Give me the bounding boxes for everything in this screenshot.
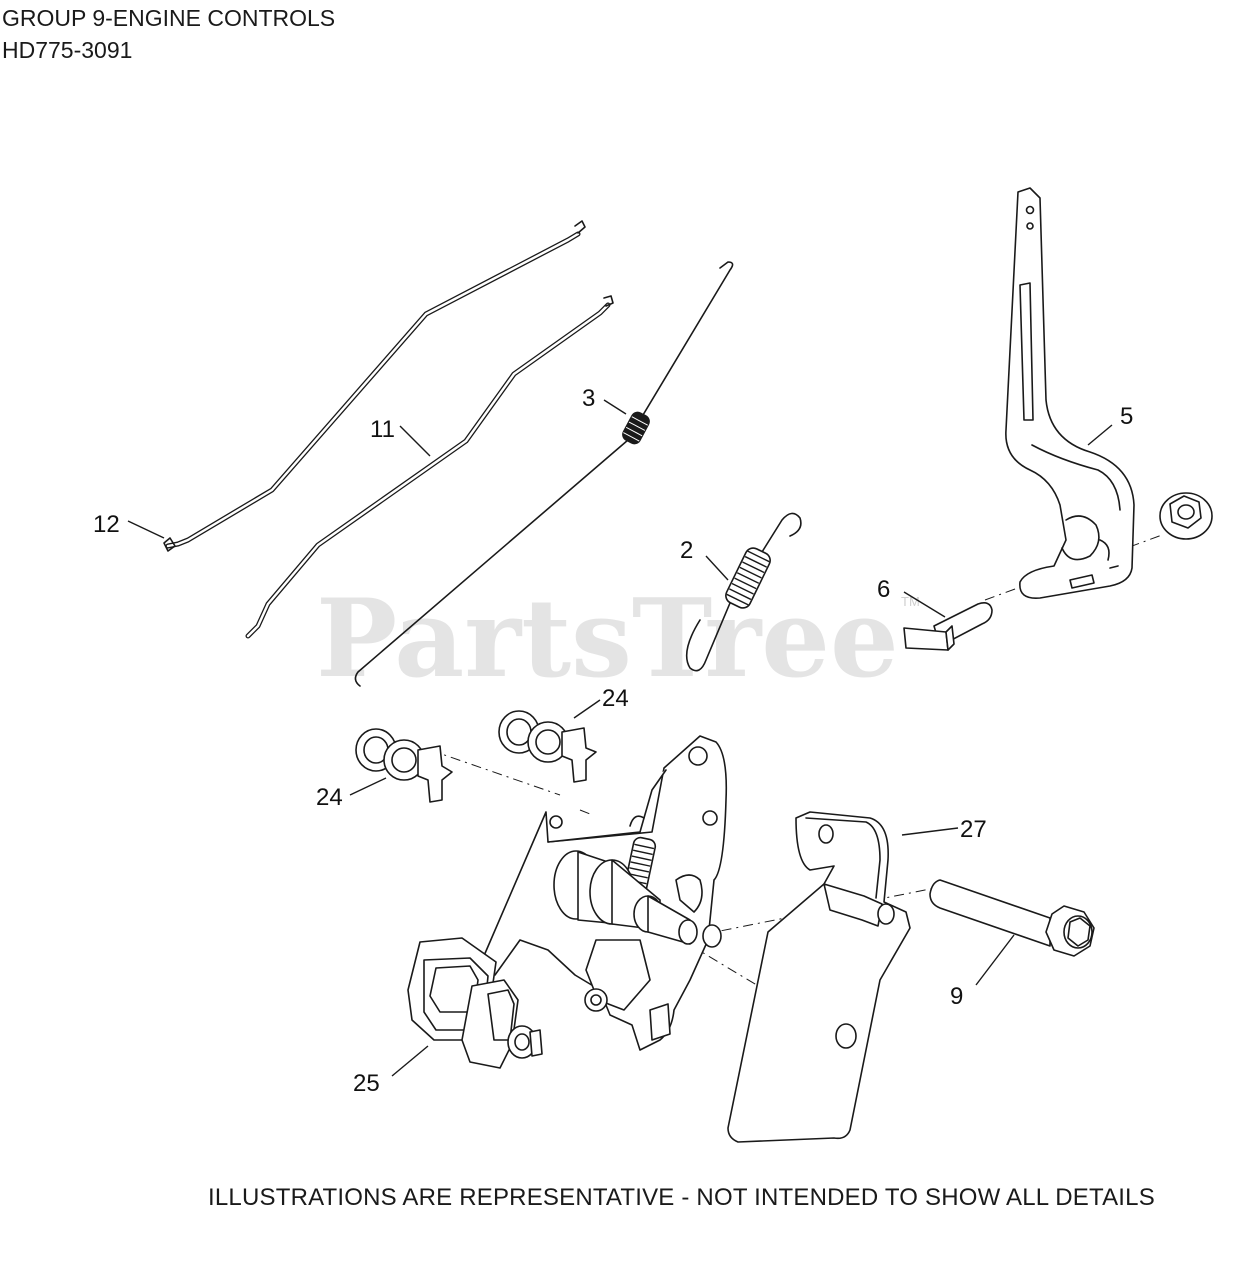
part-24-clip-upper[interactable] bbox=[498, 710, 597, 783]
part-11-rod[interactable] bbox=[245, 295, 614, 639]
watermark-logo: PartsTree bbox=[316, 576, 899, 702]
callout-12: 12 bbox=[93, 511, 120, 538]
callout-6: 6 bbox=[877, 576, 890, 603]
part-24-clip-left[interactable] bbox=[355, 728, 453, 803]
callout-27: 27 bbox=[960, 816, 987, 843]
part-2-spring[interactable] bbox=[685, 512, 802, 672]
callout-9: 9 bbox=[950, 983, 963, 1010]
model-number: HD775-3091 bbox=[2, 37, 133, 63]
callout-2: 2 bbox=[680, 537, 693, 564]
watermark-tm: TM bbox=[901, 594, 920, 609]
flange-nut[interactable] bbox=[1159, 492, 1213, 540]
callout-11: 11 bbox=[370, 416, 395, 443]
page-title: GROUP 9-ENGINE CONTROLS bbox=[2, 5, 336, 31]
callout-leaders bbox=[127, 399, 1113, 1077]
callout-24-left: 24 bbox=[316, 784, 343, 811]
footer-disclaimer: ILLUSTRATIONS ARE REPRESENTATIVE - NOT I… bbox=[208, 1184, 1155, 1211]
callout-3: 3 bbox=[582, 385, 595, 412]
part-12-rod[interactable] bbox=[163, 220, 586, 552]
part-27-plate[interactable] bbox=[727, 811, 911, 1143]
callout-5: 5 bbox=[1120, 403, 1133, 430]
part-25-clamp[interactable] bbox=[407, 937, 543, 1069]
part-9-bolt[interactable] bbox=[929, 879, 1095, 957]
part-3-cable[interactable] bbox=[354, 261, 734, 687]
part-6-pin[interactable] bbox=[903, 602, 993, 651]
callout-25: 25 bbox=[353, 1070, 380, 1097]
main-control-bracket[interactable] bbox=[479, 735, 728, 1051]
callout-24-upper: 24 bbox=[602, 685, 629, 712]
part-5-lever[interactable] bbox=[1005, 187, 1135, 599]
